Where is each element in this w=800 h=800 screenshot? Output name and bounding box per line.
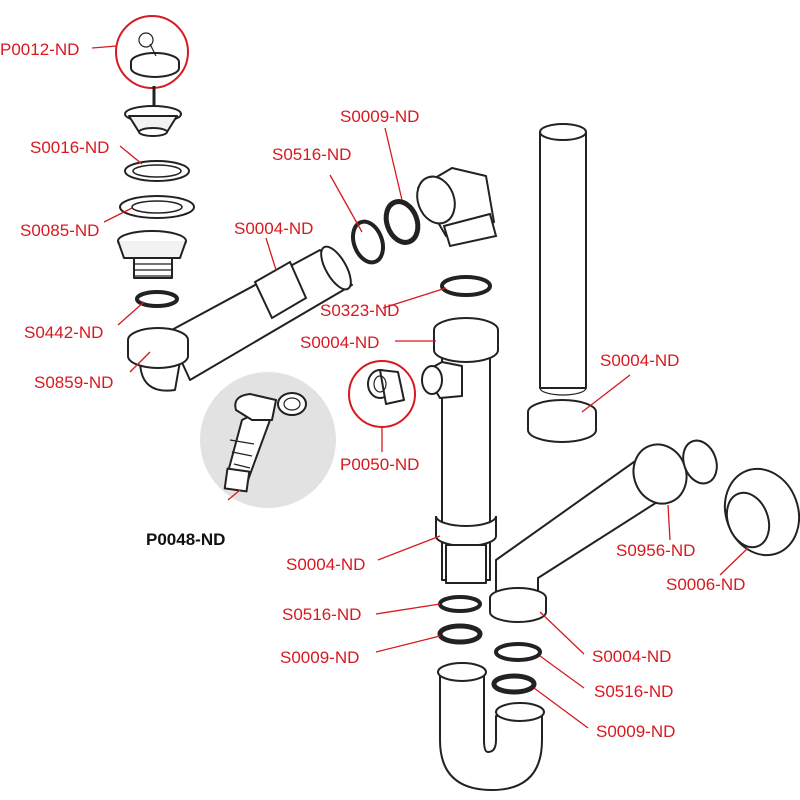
s0516-gasket-top — [351, 219, 385, 265]
label-s0859: S0859-ND — [34, 373, 113, 392]
label-s0442: S0442-ND — [24, 323, 103, 342]
horizontal-pipe — [167, 245, 353, 381]
p0048-highlight-circle — [200, 372, 336, 508]
label-s0009-lower: S0009-ND — [280, 648, 359, 667]
p0012-callout-circle — [115, 15, 189, 89]
s0009-gasket-right — [491, 673, 537, 695]
label-s0009-right: S0009-ND — [596, 722, 675, 741]
label-s0516-top: S0516-ND — [272, 145, 351, 164]
plug-chain-part — [130, 32, 180, 78]
drain-body-part — [117, 230, 187, 279]
label-p0050: P0050-ND — [340, 455, 419, 474]
label-s0016: S0016-ND — [30, 138, 109, 157]
s0085-washer — [119, 195, 195, 219]
s0004-nut-right — [527, 399, 597, 443]
strainer-part — [124, 86, 182, 137]
label-s0323: S0323-ND — [320, 301, 399, 320]
label-s0516-lower: S0516-ND — [282, 605, 361, 624]
label-s0956: S0956-ND — [616, 541, 695, 560]
label-s0004-tee-lower: S0004-ND — [286, 555, 365, 574]
s0516-gasket-right — [494, 642, 542, 662]
s0859-nut — [127, 327, 189, 392]
p0050-reducer — [367, 369, 405, 405]
label-s0004-tee: S0004-ND — [300, 333, 379, 352]
leader-lines — [91, 45, 749, 729]
outlet-pipe-angled — [495, 439, 718, 605]
label-s0085: S0085-ND — [20, 221, 99, 240]
s0442-ring — [135, 290, 179, 308]
label-s0516-right: S0516-ND — [594, 682, 673, 701]
label-p0012: P0012-ND — [0, 40, 79, 59]
s0016-ring — [124, 160, 190, 182]
u-trap — [437, 662, 545, 791]
s0516-gasket-lower — [438, 595, 482, 613]
label-s0004-pipe: S0004-ND — [234, 219, 313, 238]
part-labels: P0012-ND S0016-ND S0085-ND S0442-ND S085… — [0, 40, 745, 741]
elbow-fitting — [416, 167, 498, 248]
label-s0006: S0006-ND — [666, 575, 745, 594]
label-s0004-right: S0004-ND — [600, 351, 679, 370]
s0004-nut-bottom — [489, 587, 547, 623]
p0050-callout-circle — [348, 360, 416, 428]
p0048-hose-connector — [223, 392, 307, 493]
s0009-gasket-top — [383, 199, 421, 245]
label-p0048: P0048-ND — [146, 530, 225, 549]
label-s0009-top: S0009-ND — [340, 107, 419, 126]
s0006-escutcheon — [723, 467, 800, 557]
long-vertical-pipe — [539, 123, 587, 396]
s0009-gasket-lower — [437, 623, 483, 645]
label-s0004-bottom: S0004-ND — [592, 647, 671, 666]
vertical-tee — [421, 317, 499, 584]
s0323-gasket — [440, 275, 492, 297]
